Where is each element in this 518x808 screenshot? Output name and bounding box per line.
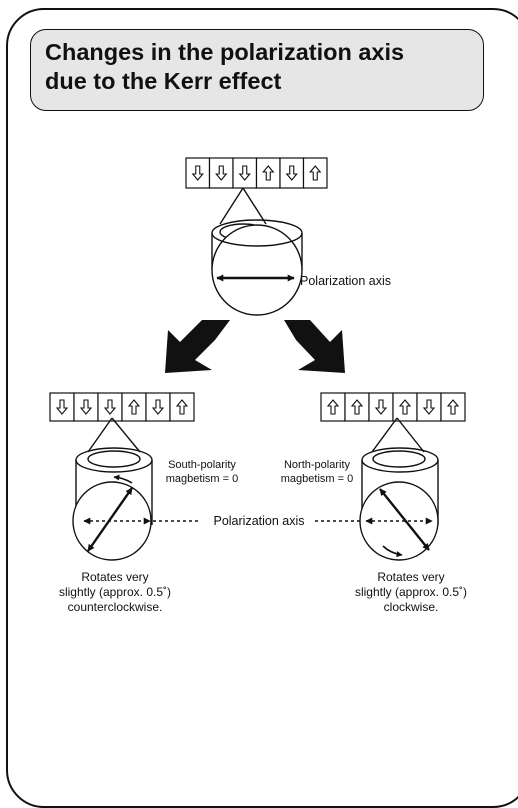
top-strip-cell-3-down-arrow-icon <box>232 157 258 189</box>
left-branch-arrow <box>165 320 230 373</box>
left-magnetism-line-2: magbetism = 0 <box>166 473 238 485</box>
domain-strip-top <box>185 157 328 189</box>
right-beam <box>359 417 439 561</box>
kerr-effect-diagram: Polarization axis Polarization axis Sout… <box>49 157 467 614</box>
top-strip-cell-6-up-arrow-icon <box>302 157 328 189</box>
top-strip-cell-1-down-arrow-icon <box>185 157 211 189</box>
left-strip-cell-4-up-arrow-icon <box>121 392 147 422</box>
title-line-2: due to the Kerr effect <box>45 68 282 94</box>
top-strip-cell-4-up-arrow-icon <box>255 157 281 189</box>
right-branch-arrow <box>284 320 345 373</box>
right-caption-line-1: Rotates very <box>377 570 444 584</box>
top-strip-cell-2-down-arrow-icon <box>208 157 234 189</box>
left-caption-line-1: Rotates very <box>81 570 148 584</box>
left-rotation-indicator <box>113 474 133 484</box>
right-strip-cell-4-up-arrow-icon <box>392 392 418 422</box>
middle-axis-label: Polarization axis <box>213 514 304 528</box>
right-strip-cell-6-up-arrow-icon <box>440 392 466 422</box>
left-strip-cell-5-down-arrow-icon <box>145 392 171 422</box>
left-strip-cell-1-down-arrow-icon <box>49 392 75 422</box>
left-magnetism-line-1: South-polarity <box>168 459 236 471</box>
right-caption-line-2: slightly (approx. 0.5˚) <box>355 585 467 599</box>
right-rotation-indicator <box>382 545 403 558</box>
right-magnetism-line-2: magbetism = 0 <box>281 473 353 485</box>
left-strip-cell-3-down-arrow-icon <box>97 392 123 422</box>
left-caption-line-3: counterclockwise. <box>68 600 163 614</box>
right-caption-line-3: clockwise. <box>384 600 439 614</box>
domain-strip-left <box>49 392 195 422</box>
right-strip-cell-2-up-arrow-icon <box>344 392 370 422</box>
right-strip-cell-1-up-arrow-icon <box>320 392 346 422</box>
left-caption-line-2: slightly (approx. 0.5˚) <box>59 585 171 599</box>
top-axis-label: Polarization axis <box>300 274 391 288</box>
right-strip-cell-5-down-arrow-icon <box>416 392 442 422</box>
left-strip-cell-2-down-arrow-icon <box>73 392 99 422</box>
right-magnetism-line-1: North-polarity <box>284 459 351 471</box>
top-beam <box>211 187 303 316</box>
left-strip-cell-6-up-arrow-icon <box>169 392 195 422</box>
title-line-1: Changes in the polarization axis <box>45 39 405 65</box>
top-strip-cell-5-down-arrow-icon <box>279 157 305 189</box>
left-beam <box>72 417 153 561</box>
right-strip-cell-3-down-arrow-icon <box>368 392 394 422</box>
domain-strip-right <box>320 392 466 422</box>
title-box: Changes in the polarization axis due to … <box>30 29 484 111</box>
